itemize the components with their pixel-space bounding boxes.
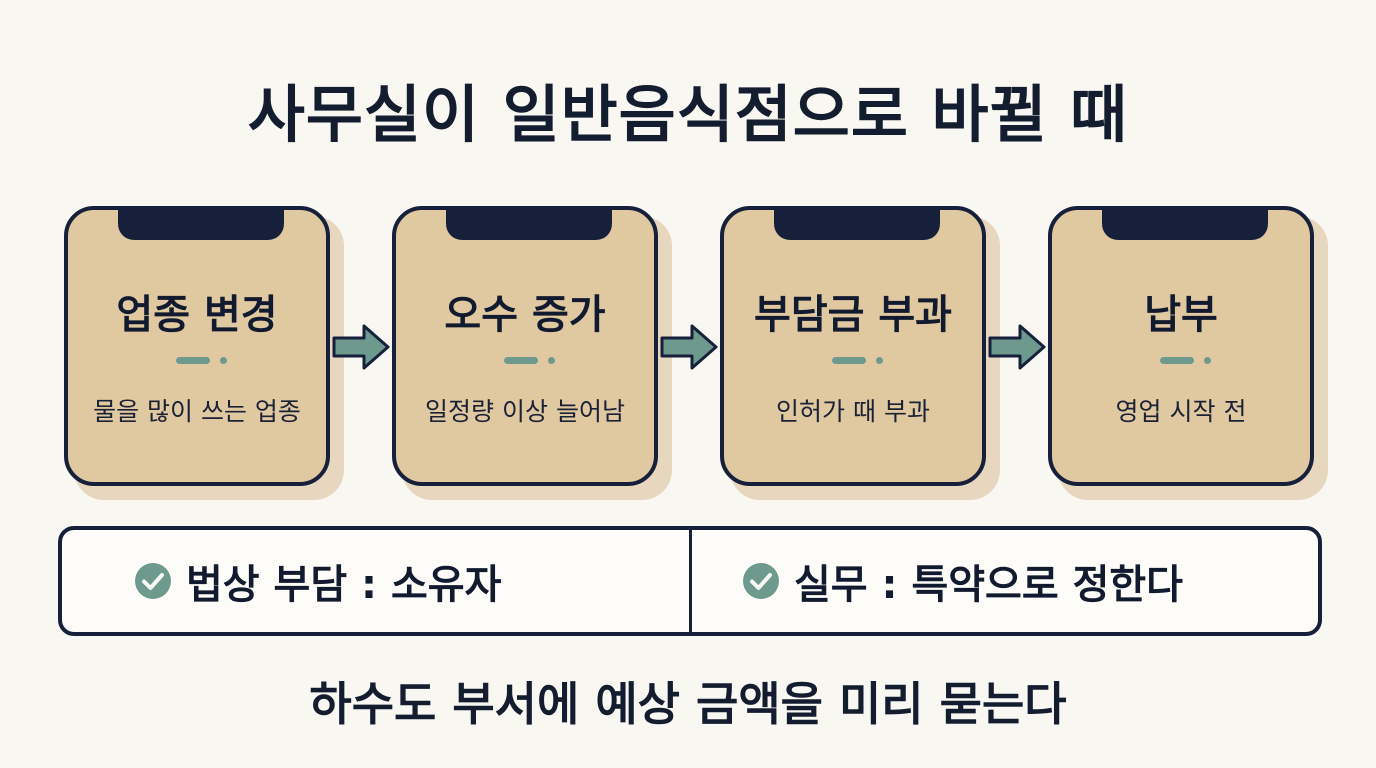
step-card-1: 업종 변경 물을 많이 쓰는 업종 [64, 206, 330, 486]
step-title: 오수 증가 [444, 292, 606, 338]
check-circle-icon [743, 563, 779, 599]
step-card-3: 부담금 부과 인허가 때 부과 [720, 206, 986, 486]
note-legal-burden: 법상 부담 : 소유자 [134, 530, 501, 632]
step-card-4: 납부 영업 시작 전 [1048, 206, 1314, 486]
footer-text: 하수도 부서에 예상 금액을 미리 묻는다 [309, 677, 1067, 731]
step-divider [396, 357, 654, 365]
step-divider [724, 357, 982, 365]
step-description: 일정량 이상 늘어남 [425, 397, 625, 426]
step-description: 인허가 때 부과 [776, 397, 930, 426]
step-description: 영업 시작 전 [1115, 397, 1247, 426]
step-title: 업종 변경 [116, 292, 278, 338]
step-card-2: 오수 증가 일정량 이상 늘어남 [392, 206, 658, 486]
page-title: 사무실이 일반음식점으로 바뀔 때 [247, 78, 1129, 151]
step-divider [1052, 357, 1310, 365]
note-text: 실무 : 특약으로 정한다 [794, 562, 1183, 608]
step-title: 부담금 부과 [754, 292, 952, 338]
check-circle-icon [135, 563, 171, 599]
card-tab [774, 210, 940, 240]
step-description: 물을 많이 쓰는 업종 [93, 397, 301, 426]
summary-divider [689, 530, 692, 632]
card-tab [1102, 210, 1268, 240]
arrow-right-icon [332, 324, 390, 370]
card-tab [118, 210, 284, 240]
step-divider [68, 357, 326, 365]
summary-box: 법상 부담 : 소유자 실무 : 특약으로 정한다 [58, 526, 1322, 636]
card-tab [446, 210, 612, 240]
process-flow: 업종 변경 물을 많이 쓰는 업종 오수 증가 일정량 이상 늘어남 부담금 부… [64, 206, 1328, 500]
step-title: 납부 [1144, 292, 1218, 338]
arrow-right-icon [988, 324, 1046, 370]
arrow-right-icon [660, 324, 718, 370]
note-practice: 실무 : 특약으로 정한다 [742, 530, 1183, 632]
note-text: 법상 부담 : 소유자 [186, 562, 502, 608]
